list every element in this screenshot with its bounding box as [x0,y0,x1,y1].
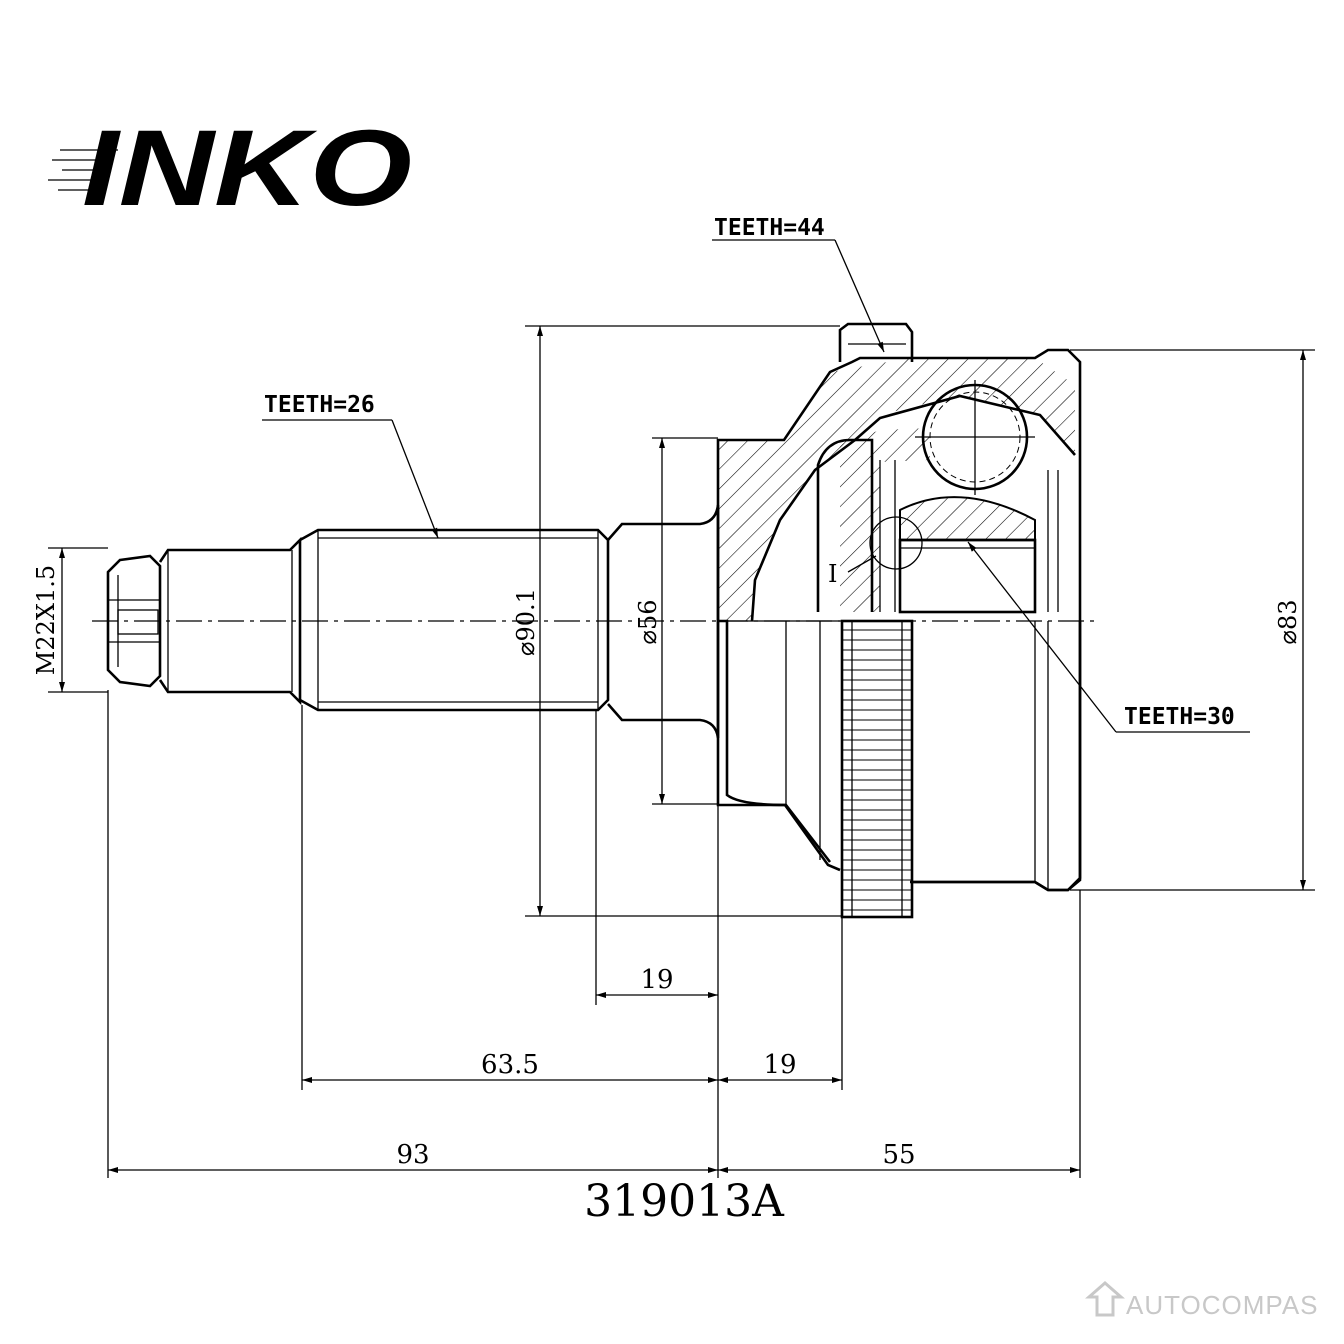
spline-section [299,528,610,712]
dim-thread: M22X1.5 [32,547,108,693]
dim-spline-length: 63.5 [302,1050,718,1083]
thread-end [106,554,162,688]
part-number: 319013A [584,1176,785,1227]
svg-text:63.5: 63.5 [481,1050,539,1080]
extension-lines [107,690,1081,1178]
svg-text:⌀83: ⌀83 [1274,600,1302,645]
callout-teeth-44: TEETH=44 [712,215,885,353]
logo-speed-lines [48,149,118,191]
dim-ring-length: 19 [718,1050,842,1083]
callout-teeth-30: TEETH=30 [967,541,1250,733]
svg-text:⌀56: ⌀56 [634,600,662,645]
inner-cage [899,496,1036,541]
abs-ring-teeth [842,621,912,917]
inner-race [840,428,930,612]
dim-shoulder-length: 19 [596,965,718,998]
svg-text:55: 55 [882,1140,915,1170]
svg-text:TEETH=26: TEETH=26 [264,392,375,418]
housing-section: I [716,322,1082,892]
callout-teeth-26: TEETH=26 [262,392,439,539]
svg-text:19: 19 [763,1050,796,1080]
dim-housing-length: 55 [718,1140,1080,1173]
svg-text:TEETH=44: TEETH=44 [714,215,825,241]
abs-ring [840,619,914,919]
dim-shaft-total: 93 [108,1140,718,1173]
dim-flange-diameter: ⌀90.1 [512,325,842,917]
teeth-44-tab [838,322,914,362]
detail-label: I [828,560,837,588]
housing-hatch [718,358,1075,621]
housing-exterior [718,619,1082,919]
dim-housing-diameter: ⌀83 [1070,349,1315,891]
brand-logo: INKO [48,107,412,228]
watermark-icon [1085,1281,1125,1317]
watermark: AUTOCOMPAS [1085,1281,1319,1320]
svg-text:INKO: INKO [82,107,412,228]
svg-text:AUTOCOMPAS: AUTOCOMPAS [1126,1290,1319,1320]
svg-text:19: 19 [640,965,673,995]
svg-text:TEETH=30: TEETH=30 [1124,704,1235,730]
detail-circle [869,516,923,570]
svg-text:⌀90.1: ⌀90.1 [512,588,540,656]
svg-text:93: 93 [396,1140,429,1170]
svg-text:M22X1.5: M22X1.5 [32,565,60,675]
shaft [106,504,720,739]
dim-shoulder-diameter: ⌀56 [634,437,718,805]
